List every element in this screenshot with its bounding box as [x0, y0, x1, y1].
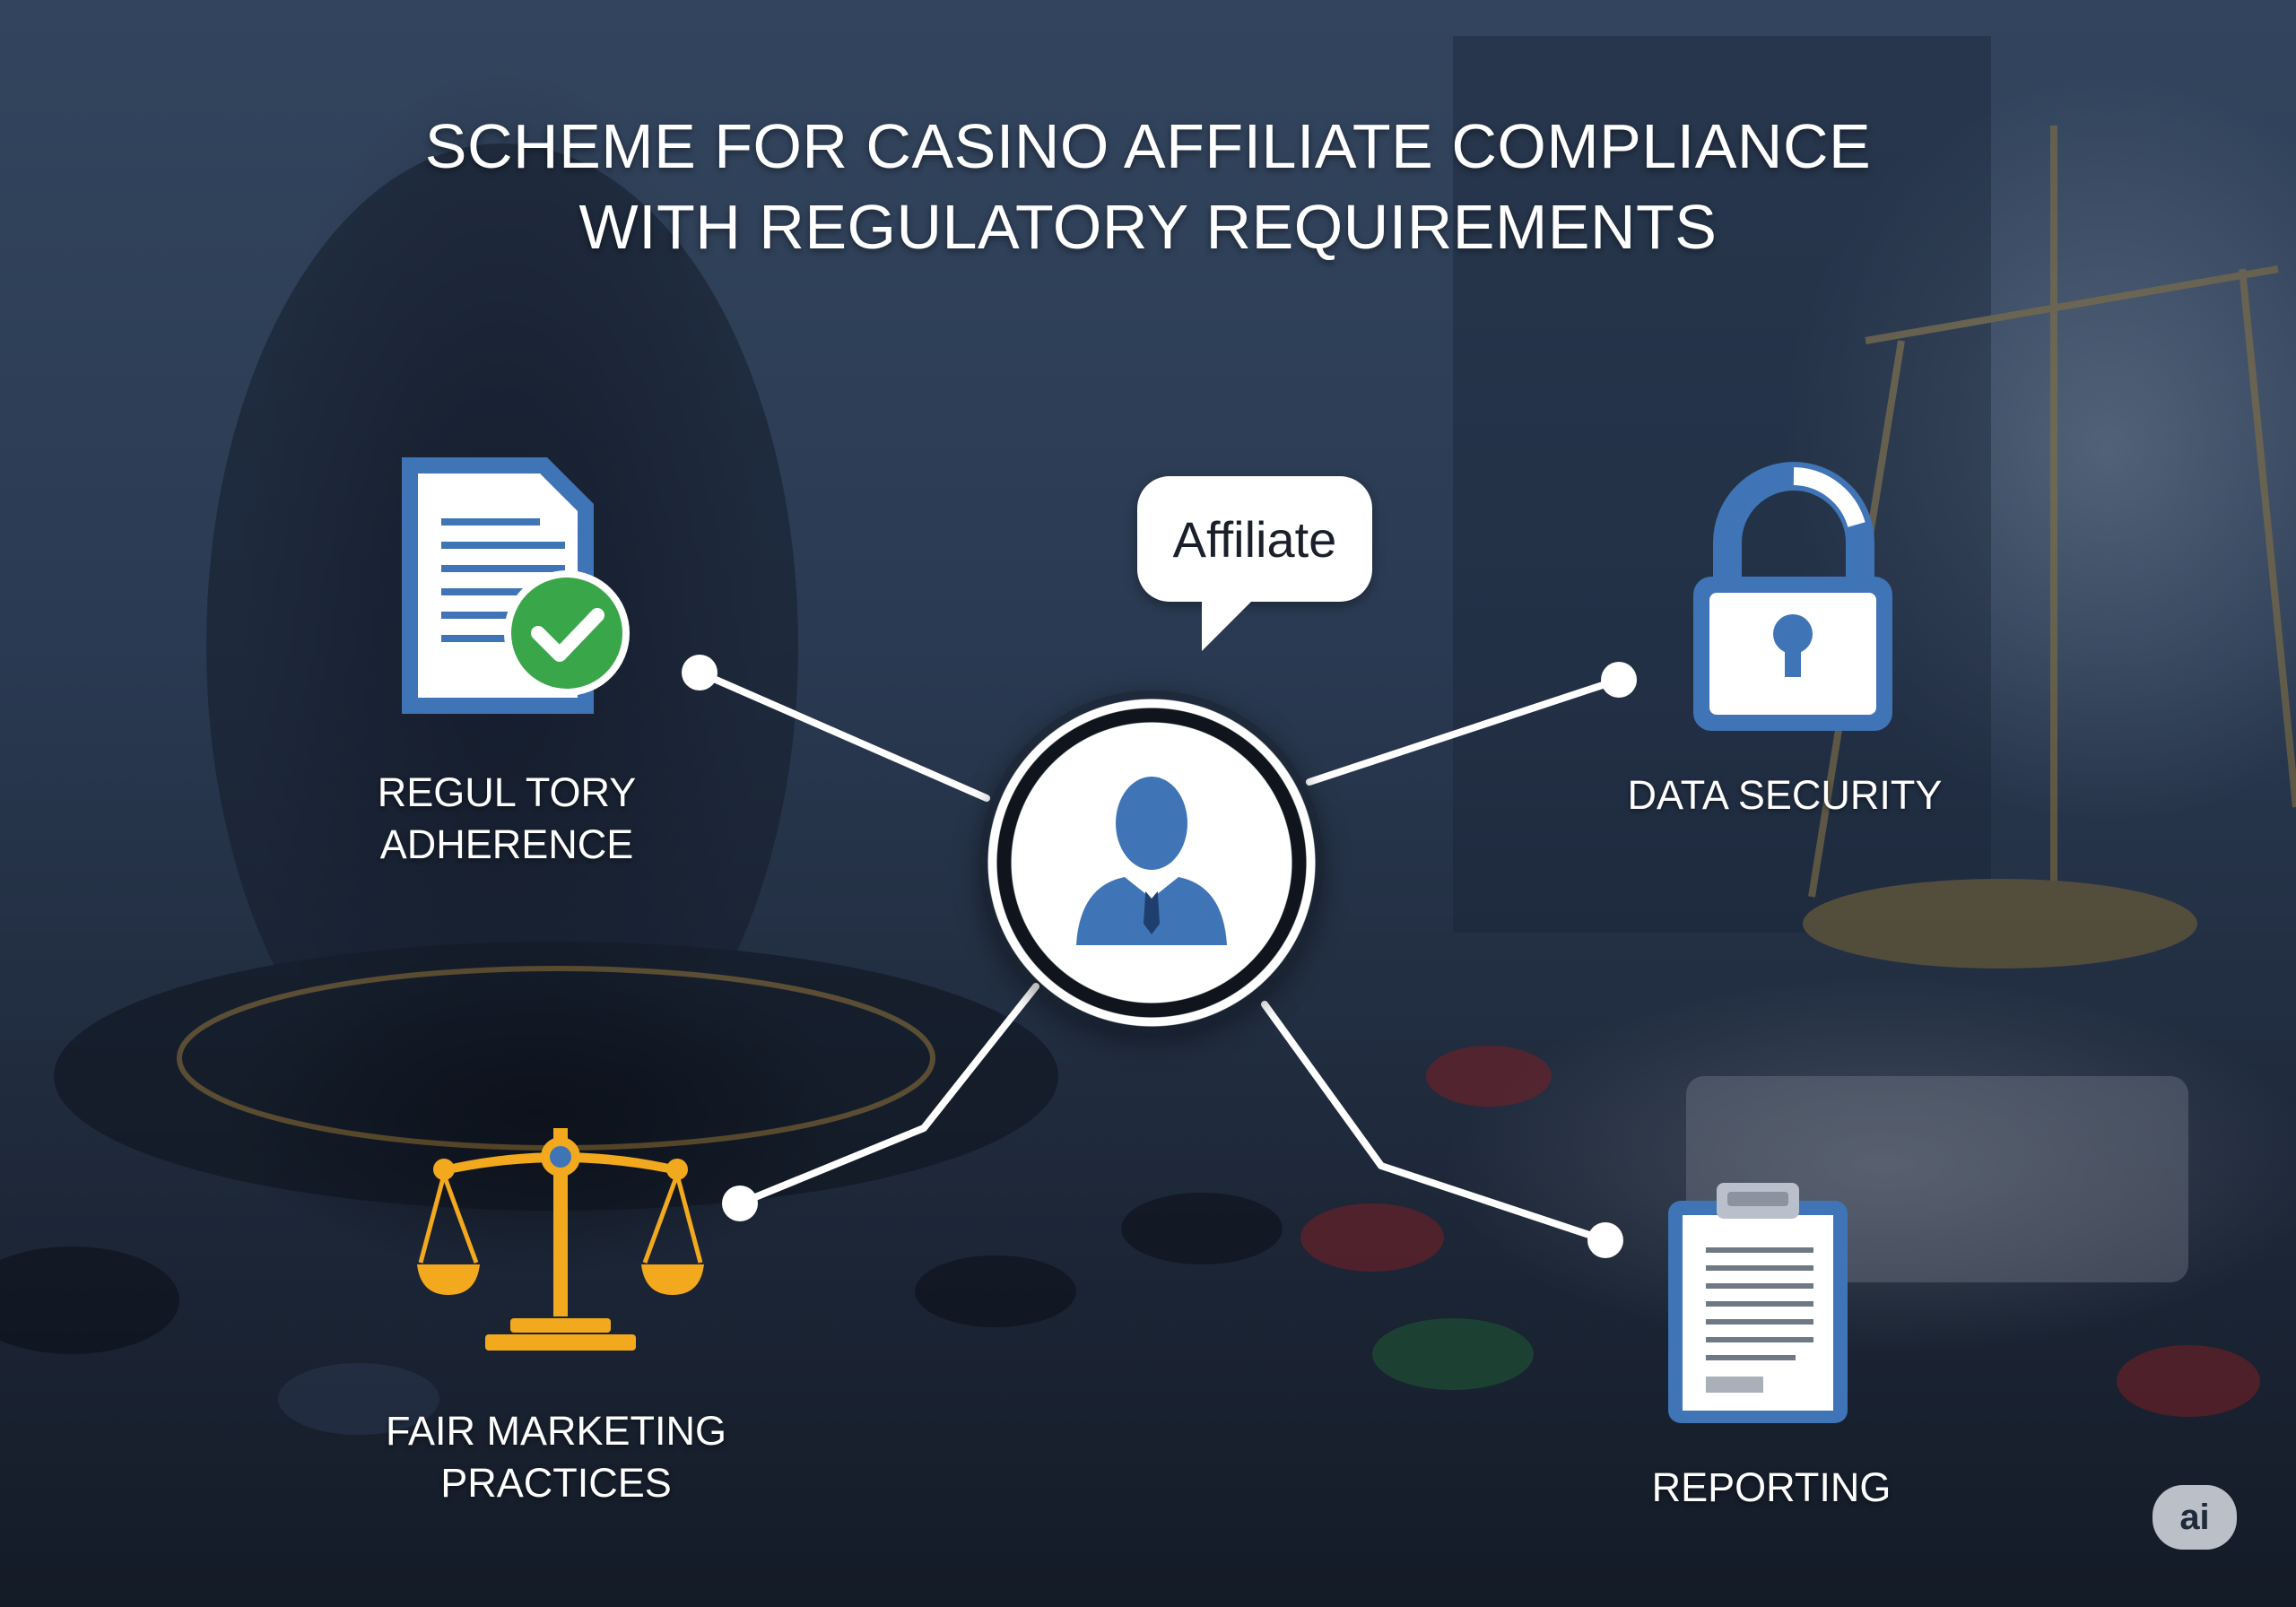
person-icon	[1076, 777, 1227, 945]
node-label-line: REGUL TORY	[377, 769, 637, 815]
clipboard-icon	[1668, 1183, 1848, 1423]
ai-badge: ai	[2152, 1485, 2237, 1550]
node-label-fair-marketing: FAIR MARKETING PRACTICES	[359, 1405, 753, 1509]
node-label-line: ADHERENCE	[379, 821, 634, 867]
node-label-line: PRACTICES	[440, 1460, 672, 1506]
node-label-line: REPORTING	[1651, 1464, 1892, 1510]
speech-bubble-tail	[1202, 592, 1261, 651]
affiliate-speech-bubble: Affiliate	[1137, 476, 1372, 602]
node-label-line: FAIR MARKETING	[385, 1408, 727, 1454]
node-label-regulatory: REGUL TORY ADHERENCE	[332, 767, 682, 871]
affiliate-hub	[979, 691, 1324, 1035]
node-label-data-security: DATA SECURITY	[1605, 769, 1964, 821]
title-line-2: WITH REGULATORY REQUIREMENTS	[578, 192, 1718, 262]
node-label-line: DATA SECURITY	[1627, 772, 1943, 818]
padlock-icon	[1693, 462, 1892, 731]
title-line-1: SCHEME FOR CASINO AFFILIATE COMPLIANCE	[424, 111, 1872, 181]
scales-icon	[417, 1128, 704, 1351]
document-check-icon	[402, 457, 630, 714]
diagram-title: SCHEME FOR CASINO AFFILIATE COMPLIANCE W…	[341, 106, 1955, 267]
node-label-reporting: REPORTING	[1605, 1462, 1937, 1514]
